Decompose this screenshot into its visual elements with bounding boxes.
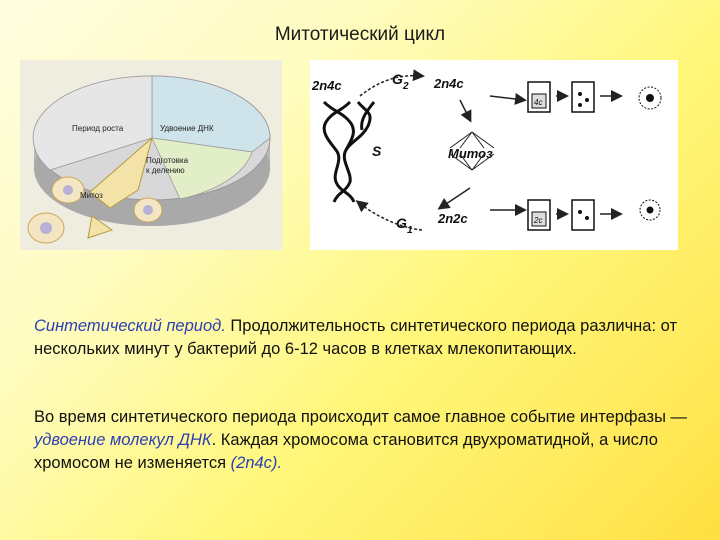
label-bottom-right: 2n2c (437, 211, 468, 226)
cell-cycle-figure: Период роста Удвоение ДНК Подготовка к д… (20, 60, 282, 250)
synthetic-period-term: Синтетический период. (34, 317, 226, 335)
box-bottom-label: 2c (533, 216, 542, 225)
label-g1-sub: 1 (407, 225, 413, 236)
label-growth: Период роста (72, 124, 124, 133)
paragraph2-text-a: Во время синтетического периода происход… (34, 408, 688, 426)
label-prep-1: Подготовка (146, 156, 189, 165)
dna-doubling-term: удвоение молекул ДНК (34, 431, 212, 449)
paragraph2-text-c: . (277, 454, 283, 472)
label-mitosis: Митоз (80, 191, 103, 200)
formula-2n4c: (2n4c) (230, 454, 278, 472)
label-g2: G (392, 71, 403, 87)
label-g2-sub: 2 (402, 81, 409, 92)
label-top-right: 2n4c (433, 76, 464, 91)
paragraph2-text-b: . Каждая хромосома становится двухромати… (34, 431, 658, 472)
label-dna: Удвоение ДНК (160, 124, 214, 133)
paragraph-dna-doubling: Во время синтетического периода происход… (34, 406, 694, 475)
label-mitosis-scheme: Митоз (448, 146, 493, 161)
paragraph1-text: Продолжительность синтетического периода… (34, 317, 677, 358)
slide-title: Митотический цикл (274, 24, 446, 45)
label-g1: G (396, 215, 407, 231)
label-s: S (372, 143, 382, 159)
dna-scheme-figure: 2n4c G 2 2n4c S Митоз 2n2c G 1 4c (310, 60, 678, 250)
label-prep-2: к делению (146, 166, 185, 175)
label-top-left: 2n4c (311, 78, 342, 93)
box-top-label: 4c (534, 98, 542, 107)
paragraph-synthetic-period: Синтетический период. Продолжительность … (34, 315, 694, 361)
